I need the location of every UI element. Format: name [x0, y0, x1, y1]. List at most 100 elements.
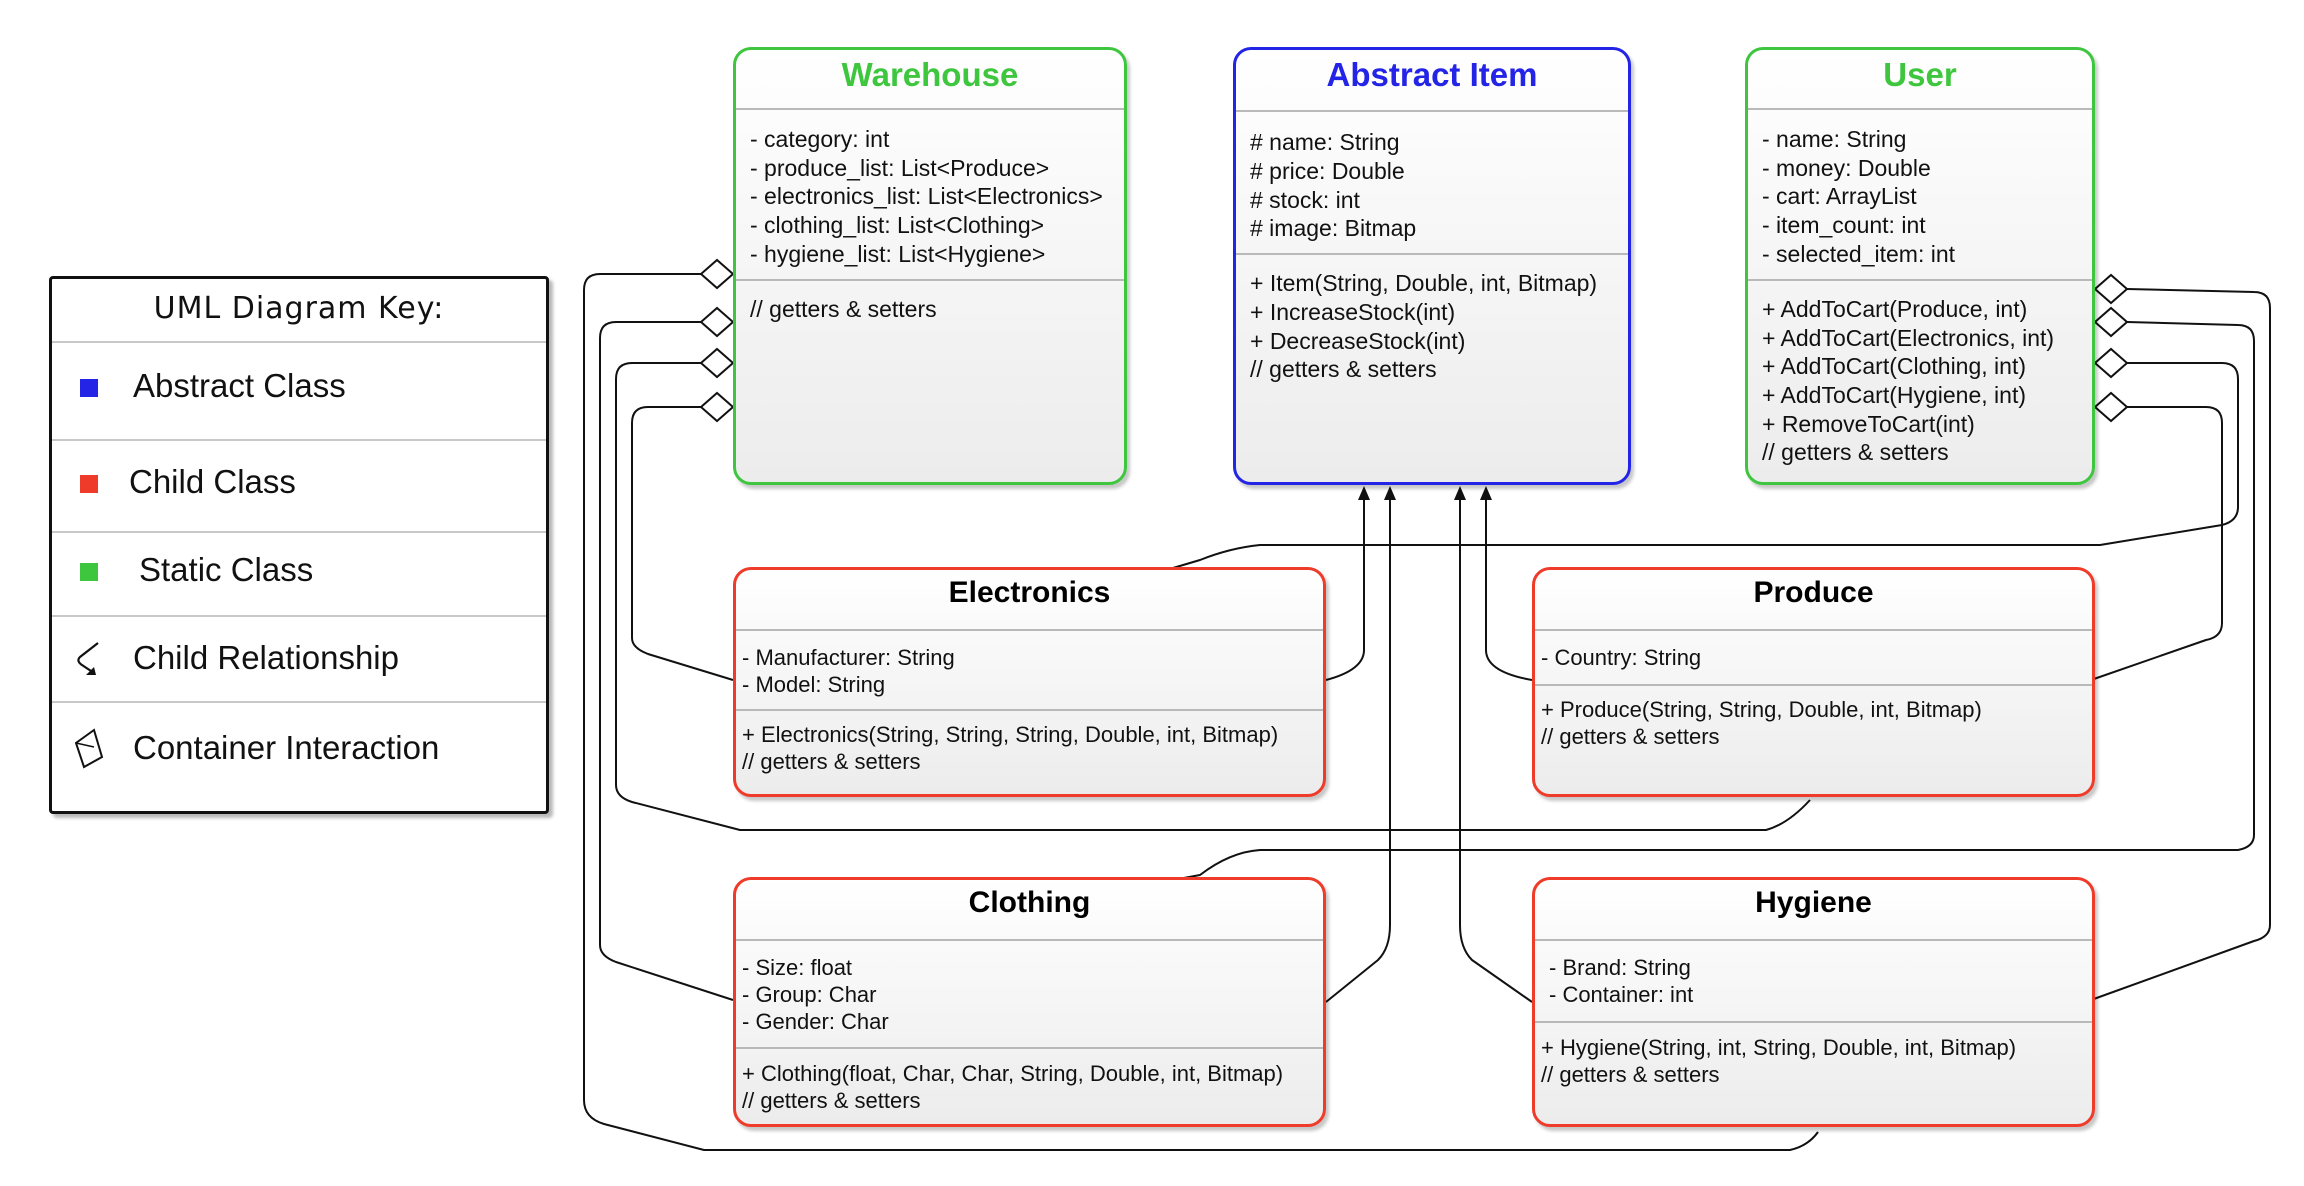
divider	[1748, 108, 2092, 110]
container-interaction-label: Container Interaction	[133, 729, 440, 766]
divider	[736, 108, 1124, 110]
divider	[736, 629, 1323, 631]
attribute: # price: Double	[1250, 158, 1405, 184]
abstract-swatch	[80, 379, 98, 397]
attribute: - Manufacturer: String	[742, 645, 955, 670]
divider	[736, 279, 1124, 281]
method: // getters & setters	[742, 749, 921, 774]
method: + Produce(String, String, Double, int, B…	[1541, 697, 1982, 722]
method: + Clothing(float, Char, Char, String, Do…	[742, 1061, 1284, 1086]
warehouse-electronics-link	[631, 406, 734, 681]
method: + AddToCart(Hygiene, int)	[1762, 382, 2026, 408]
child-relationship-label: Child Relationship	[133, 639, 399, 676]
divider	[1236, 110, 1628, 112]
key-row-abstract: Abstract Class	[52, 341, 546, 441]
aggregation-diamond	[699, 258, 735, 290]
method: + Item(String, Double, int, Bitmap)	[1250, 270, 1598, 296]
arrowhead	[1480, 486, 1492, 500]
method: // getters & setters	[742, 1088, 921, 1113]
produce-class: Produce - Country: String + Produce(Stri…	[1532, 567, 2095, 797]
attribute: # name: String	[1250, 129, 1400, 155]
attribute: - category: int	[750, 126, 890, 152]
method: + DecreaseStock(int)	[1250, 328, 1466, 354]
attribute: - item_count: int	[1762, 212, 1926, 238]
divider	[1236, 253, 1628, 255]
divider	[1535, 684, 2092, 686]
class-title: Abstract Item	[1326, 56, 1538, 93]
attribute: - clothing_list: List<Clothing>	[750, 212, 1045, 238]
divider	[1748, 279, 2092, 281]
aggregation-diamond	[2093, 391, 2129, 423]
user-hygiene-link	[2090, 406, 2223, 681]
clothing-class: Clothing - Size: float - Group: Char - G…	[733, 877, 1326, 1127]
attribute: - name: String	[1762, 126, 1907, 152]
child-relationship-icon	[77, 642, 99, 675]
electronics-class: Electronics - Manufacturer: String - Mod…	[733, 567, 1326, 797]
aggregation-diamond	[2093, 273, 2129, 305]
user-electronics-link	[1172, 362, 2239, 569]
divider	[1535, 629, 2092, 631]
attribute: - Country: String	[1541, 645, 1702, 670]
method: // getters & setters	[1541, 724, 1720, 749]
class-title: Electronics	[948, 576, 1111, 609]
attribute: - Size: float	[742, 955, 853, 980]
method: // getters & setters	[1762, 439, 1949, 465]
arrowhead	[1358, 486, 1370, 500]
key-row-child: Child Class	[52, 439, 546, 533]
abstract-item-class: Abstract Item # name: String # price: Do…	[1233, 47, 1631, 485]
warehouse-clothing-link	[599, 321, 734, 1001]
child-swatch	[80, 475, 98, 493]
warehouse-hygiene-link	[615, 362, 1811, 831]
attribute: # stock: int	[1250, 187, 1360, 213]
user-clothing-link	[2090, 288, 2271, 1001]
key-row-container: Container Interaction	[52, 701, 546, 813]
class-title: Clothing	[968, 886, 1091, 919]
method: // getters & setters	[1250, 356, 1437, 382]
warehouse-class: Warehouse - category: int - produce_list…	[733, 47, 1127, 485]
method: // getters & setters	[750, 296, 937, 322]
attribute: # image: Bitmap	[1250, 215, 1417, 241]
static-swatch	[80, 563, 98, 581]
static-class-label: Static Class	[139, 551, 314, 588]
attribute: - cart: ArrayList	[1762, 183, 1917, 209]
divider	[736, 709, 1323, 711]
method: + AddToCart(Produce, int)	[1762, 296, 2028, 322]
method: + AddToCart(Electronics, int)	[1762, 325, 2055, 351]
produce-inherits-item	[1485, 488, 1533, 681]
class-title: Warehouse	[841, 56, 1019, 93]
key-row-static: Static Class	[52, 531, 546, 617]
hygiene-class: Hygiene - Brand: String - Container: int…	[1532, 877, 2095, 1127]
diagram-key: UML Diagram Key: Abstract Class Child Cl…	[49, 276, 549, 814]
divider	[1535, 1021, 2092, 1023]
attribute: - selected_item: int	[1762, 241, 1956, 267]
arrowhead	[1384, 486, 1396, 500]
container-interaction-icon	[74, 728, 104, 769]
attribute: - electronics_list: List<Electronics>	[750, 183, 1103, 209]
warehouse-produce-link	[583, 273, 1819, 1151]
class-title: User	[1883, 56, 1957, 93]
method: + RemoveToCart(int)	[1762, 411, 1975, 437]
method: + AddToCart(Clothing, int)	[1762, 353, 2026, 379]
key-row-child-relationship: Child Relationship	[52, 615, 546, 703]
method: + Electronics(String, String, String, Do…	[742, 722, 1279, 747]
user-class: User - name: String - money: Double - ca…	[1745, 47, 2095, 485]
method: + Hygiene(String, int, String, Double, i…	[1541, 1035, 2017, 1060]
user-produce-link	[1172, 321, 2255, 881]
method: // getters & setters	[1541, 1062, 1720, 1087]
attribute: - Group: Char	[742, 982, 877, 1007]
child-class-label: Child Class	[129, 463, 296, 500]
divider	[736, 1047, 1323, 1049]
class-title: Hygiene	[1755, 886, 1872, 919]
attribute: - hygiene_list: List<Hygiene>	[750, 241, 1046, 267]
electronics-inherits-item	[1325, 488, 1365, 681]
attribute: - Container: int	[1549, 982, 1694, 1007]
attribute: - produce_list: List<Produce>	[750, 155, 1050, 181]
aggregation-diamond	[699, 306, 735, 338]
attribute: - money: Double	[1762, 155, 1931, 181]
aggregation-diamond	[699, 391, 735, 423]
aggregation-diamond	[699, 347, 735, 379]
key-title: UML Diagram Key:	[153, 291, 445, 326]
arrowhead	[1454, 486, 1466, 500]
abstract-class-label: Abstract Class	[133, 367, 346, 404]
